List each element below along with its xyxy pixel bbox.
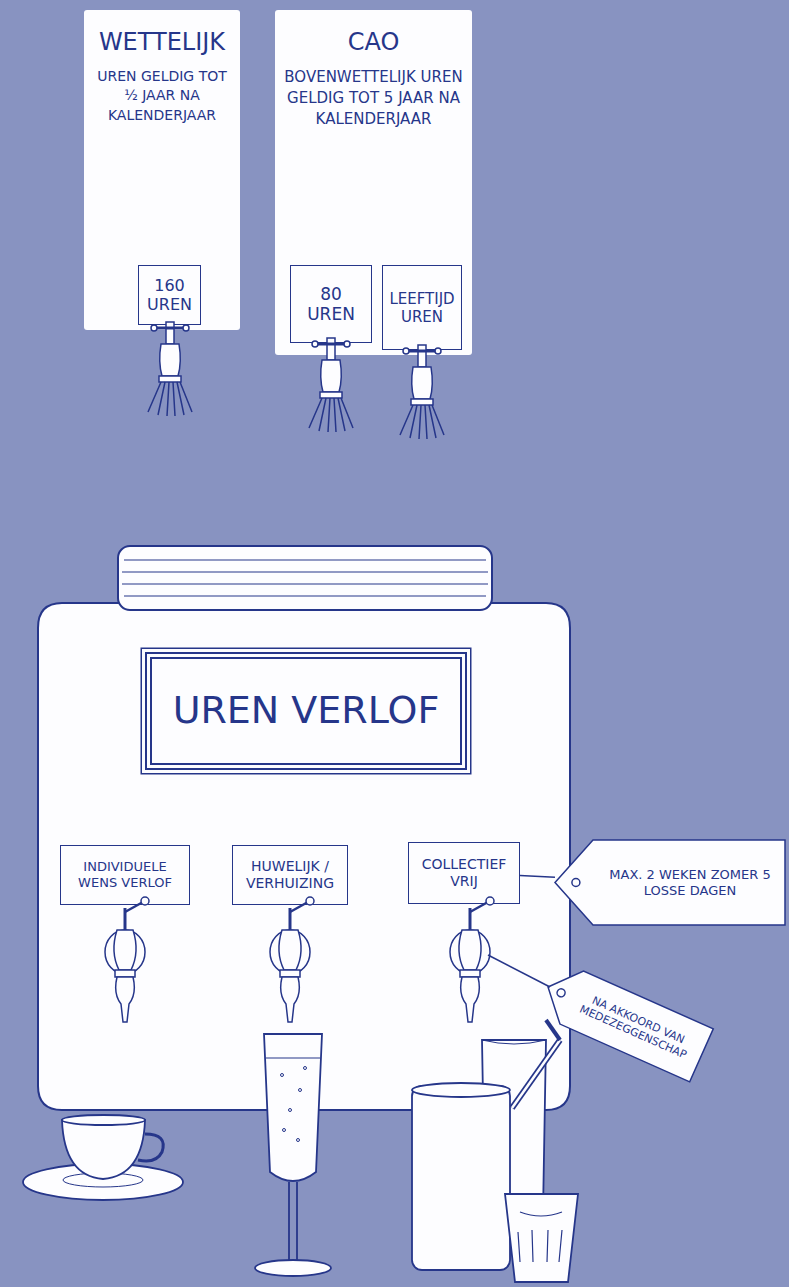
label-text: 160 UREN <box>142 276 197 314</box>
tag-string <box>488 955 550 987</box>
leave-type-box: INDIVIDUELE WENS VERLOF <box>60 845 190 905</box>
cups <box>23 1020 578 1282</box>
hours-box: 160 UREN <box>138 265 201 325</box>
label-text: UREN VERLOF <box>173 688 440 734</box>
champagne-flute <box>264 1034 322 1181</box>
hours-box: 80 UREN <box>290 265 372 343</box>
leave-type-box: COLLECTIEF VRIJ <box>408 842 520 904</box>
flute-base <box>255 1260 331 1276</box>
jar-tap <box>450 897 494 1022</box>
straw-inner <box>512 1040 560 1108</box>
connectors <box>520 876 555 878</box>
tap <box>309 338 353 432</box>
tag-string <box>520 876 555 878</box>
jar <box>38 546 570 1110</box>
leave-type-box: HUWELIJK / VERHUIZING <box>232 845 348 905</box>
straw-bend <box>546 1020 560 1040</box>
jar-lid <box>118 546 492 610</box>
taps <box>105 322 494 1022</box>
label-text: BOVENWETTELIJK UREN GELDIG TOT 5 JAAR NA… <box>283 67 464 130</box>
tag-shape <box>536 961 713 1082</box>
label-text: MAX. 2 WEKEN ZOMER 5 LOSSE DAGEN <box>601 867 779 898</box>
jar-label: UREN VERLOF <box>145 652 467 770</box>
straw <box>512 1040 560 1108</box>
small-glass <box>505 1194 578 1282</box>
jar-tap <box>270 897 314 1022</box>
label-text: UREN GELDIG TOT ½ JAAR NA KALENDERJAAR <box>92 67 232 126</box>
sign-heading: WETTELIJK <box>99 28 225 57</box>
label-text: INDIVIDUELE WENS VERLOF <box>64 859 186 890</box>
tag-eyelet <box>556 988 567 999</box>
label-text: 80 UREN <box>294 284 368 325</box>
shower-tap <box>400 345 444 439</box>
champagne-level <box>266 1057 320 1058</box>
hours-box: LEEFTIJD UREN <box>382 265 462 350</box>
hang-tag: NA AKKOORD VAN MEDEZEGGENSCHAP <box>536 961 713 1082</box>
bubbles <box>281 1067 307 1142</box>
tap <box>148 322 192 416</box>
jar-tap <box>105 897 149 1022</box>
hours-sign: CAO BOVENWETTELIJK UREN GELDIG TOT 5 JAAR… <box>275 10 472 355</box>
lid-lines <box>122 560 488 596</box>
hang-tag: MAX. 2 WEKEN ZOMER 5 LOSSE DAGEN <box>555 840 785 925</box>
hours-sign: WETTELIJK UREN GELDIG TOT ½ JAAR NA KALEN… <box>84 10 240 330</box>
tag-shape <box>555 840 785 925</box>
can <box>412 1086 510 1270</box>
sign-heading: CAO <box>348 28 400 57</box>
can-top <box>412 1083 510 1097</box>
label-text: LEEFTIJD UREN <box>386 290 458 326</box>
flute-stem <box>289 1182 297 1262</box>
label-text: COLLECTIEF VRIJ <box>412 856 516 890</box>
glass-rim <box>482 1040 546 1044</box>
label-text: HUWELIJK / VERHUIZING <box>236 858 344 892</box>
teacup <box>62 1120 145 1179</box>
tag-eyelet <box>572 879 580 887</box>
glass-facets <box>518 1212 562 1262</box>
teacup-rim <box>62 1115 145 1125</box>
